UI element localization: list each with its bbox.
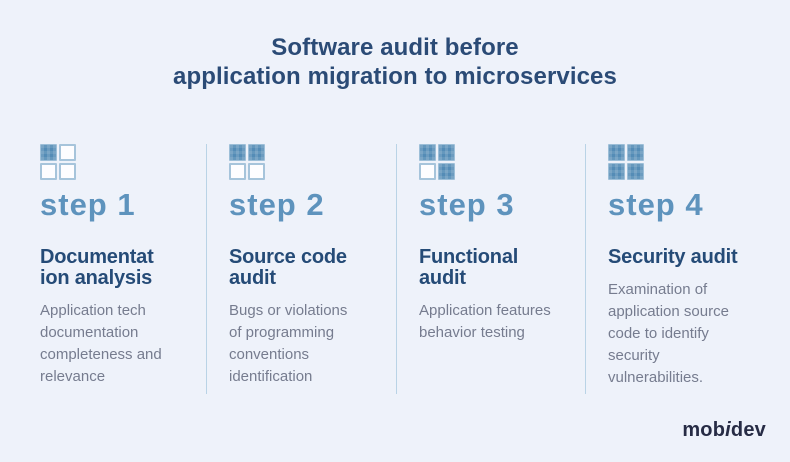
grid-cell [627, 163, 644, 180]
step-column-4: step 4 Security audit Examination of app… [585, 144, 785, 394]
grid-cell [59, 144, 76, 161]
grid-cell [229, 163, 246, 180]
step-description: Bugs or violations of programming conven… [229, 302, 348, 385]
step-heading: Documentat ion analysis [40, 246, 154, 289]
grid-cell [40, 163, 57, 180]
step-heading: Source code audit [229, 246, 347, 289]
step-description: Application features behavior testing [419, 302, 551, 341]
step-column-2: step 2 Source code audit Bugs or violati… [206, 144, 396, 394]
grid-cell [608, 163, 625, 180]
step-column-1: step 1 Documentat ion analysis Applicati… [40, 144, 206, 394]
grid-cell [40, 144, 57, 161]
step-label: step 2 [229, 187, 325, 222]
grid-cell [248, 163, 265, 180]
step-label: step 4 [608, 187, 704, 222]
pixel-grid-icon [608, 144, 644, 180]
mobidev-logo: mobidev [682, 419, 766, 442]
step-column-3: step 3 Functional audit Application feat… [396, 144, 585, 394]
logo-text-i: i [725, 419, 731, 441]
grid-cell [229, 144, 246, 161]
grid-cell [419, 144, 436, 161]
grid-cell [438, 163, 455, 180]
steps-row: step 1 Documentat ion analysis Applicati… [40, 144, 790, 394]
pixel-grid-icon [40, 144, 76, 180]
step-description: Examination of application source code t… [608, 281, 729, 386]
grid-cell [627, 144, 644, 161]
step-description: Application tech documentation completen… [40, 302, 162, 385]
grid-cell [59, 163, 76, 180]
step-label: step 1 [40, 187, 136, 222]
step-label: step 3 [419, 187, 515, 222]
pixel-grid-icon [229, 144, 265, 180]
grid-cell [608, 144, 625, 161]
logo-text-mob: mob [682, 419, 726, 441]
grid-cell [419, 163, 436, 180]
pixel-grid-icon [419, 144, 455, 180]
step-heading: Functional audit [419, 246, 519, 289]
page-title: Software audit before application migrat… [173, 34, 617, 90]
grid-cell [248, 144, 265, 161]
logo-text-dev: dev [730, 419, 766, 441]
grid-cell [438, 144, 455, 161]
step-heading: Security audit [608, 246, 738, 268]
